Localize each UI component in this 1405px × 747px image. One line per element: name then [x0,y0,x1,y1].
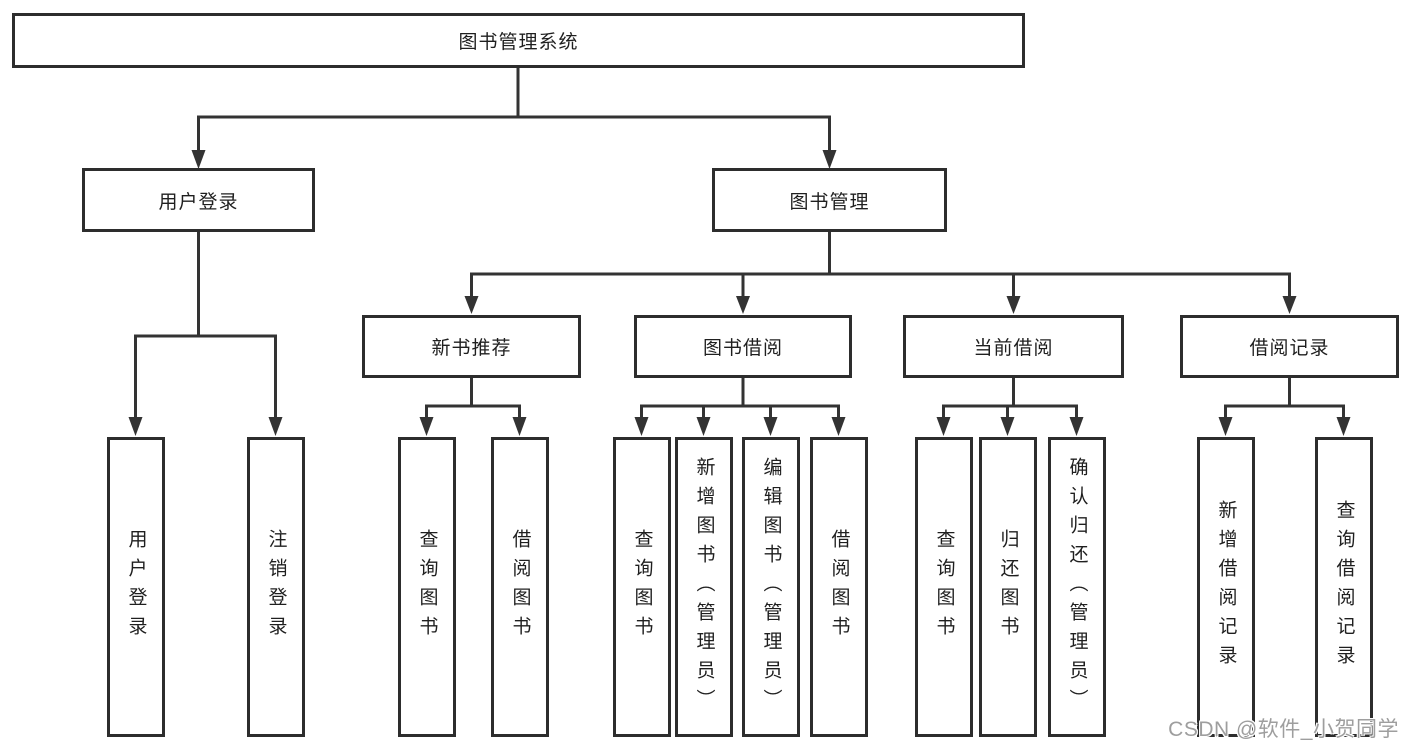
arrowhead-icons [128,150,1351,436]
leaf-query-borrow-record: 查询借阅记录 [1315,437,1373,737]
node-label: 查询图书 [416,529,438,645]
node-label: 图书借阅 [702,338,783,359]
leaf-add-borrow-record: 新增借阅记录 [1197,437,1255,737]
leaf-confirm-return-admin: 确认归还（管理员） [1048,437,1106,737]
node-label: 注销登录 [265,529,287,645]
node-label: 当前借阅 [973,338,1054,359]
leaf-logout: 注销登录 [247,437,305,737]
leaf-borrow-books: 借阅图书 [810,437,868,737]
leaf-query-books-borrow: 查询图书 [613,437,671,737]
node-label: 新书推荐 [431,338,512,359]
node-book-borrowing: 图书借阅 [634,315,852,378]
node-library-management-system: 图书管理系统 [12,13,1025,68]
node-label: 借阅图书 [828,529,850,645]
node-current-borrowing: 当前借阅 [903,315,1124,378]
node-book-management: 图书管理 [712,168,947,232]
node-new-book-recommendation: 新书推荐 [362,315,581,378]
node-label: 确认归还（管理员） [1066,456,1088,718]
leaf-return-books: 归还图书 [979,437,1037,737]
node-label: 用户登录 [158,191,239,213]
leaf-query-books-current: 查询图书 [915,437,973,737]
node-label: 归还图书 [997,529,1019,645]
node-label: 用户登录 [125,529,147,645]
watermark: CSDN @软件_小贺同学 [1168,718,1399,741]
node-label: 查询图书 [933,529,955,645]
leaf-user-login: 用户登录 [107,437,165,737]
node-label: 编辑图书（管理员） [760,456,782,718]
node-borrowing-records: 借阅记录 [1180,315,1399,378]
leaf-borrow-books-recommend: 借阅图书 [491,437,549,737]
node-label: 查询图书 [631,529,653,645]
leaf-edit-books-admin: 编辑图书（管理员） [742,437,800,737]
leaf-query-books-recommend: 查询图书 [398,437,456,737]
node-label: 查询借阅记录 [1333,500,1355,674]
node-user-login: 用户登录 [82,168,315,232]
leaf-add-books-admin: 新增图书（管理员） [675,437,733,737]
node-label: 借阅记录 [1249,338,1330,359]
node-label: 图书管理系统 [458,32,579,53]
node-label: 图书管理 [789,191,870,213]
node-label: 借阅图书 [509,529,531,645]
node-label: 新增图书（管理员） [693,456,715,718]
node-label: 新增借阅记录 [1215,500,1237,674]
